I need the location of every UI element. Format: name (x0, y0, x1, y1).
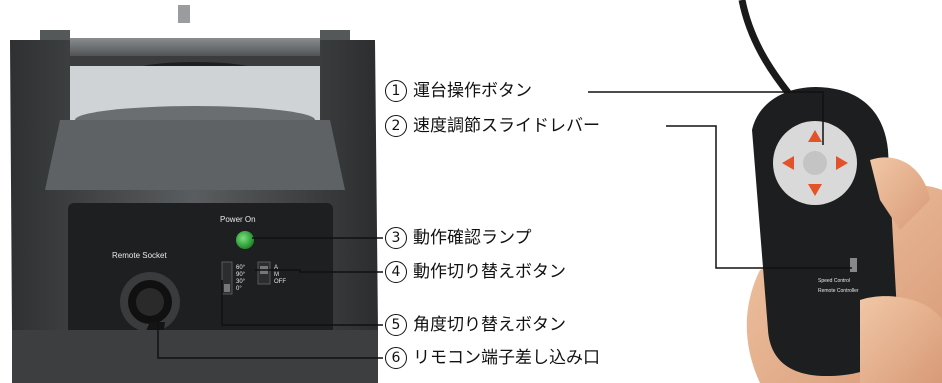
callout-label: 動作切り替えボタン (413, 262, 566, 282)
pan-head-device: Power On Remote Socket 60° 90° 30° 0° A … (10, 5, 378, 383)
angle-option: 90° (236, 272, 246, 278)
callout-6: 6 リモコン端子差し込み口 (385, 347, 600, 369)
callout-number: 1 (385, 80, 407, 102)
leader-line-1 (588, 91, 824, 145)
remote-text: Speed Control (818, 278, 850, 284)
leader-lines (157, 91, 852, 359)
remote-controller-photo: Speed Control Remote Controller (738, 0, 942, 383)
mode-switch[interactable] (257, 261, 271, 285)
mode-option: M (274, 272, 279, 278)
remote-text: Remote Controller (818, 288, 859, 294)
angle-option: 0° (236, 286, 242, 292)
leader-line-6 (157, 320, 383, 359)
remote-socket-label: Remote Socket (112, 251, 167, 260)
callout-number: 4 (385, 261, 407, 283)
leader-line-2 (666, 125, 852, 269)
callout-number: 2 (385, 115, 407, 137)
power-led (236, 231, 254, 249)
leader-line-5 (221, 280, 383, 326)
mode-option: A (274, 265, 278, 271)
arrow-down-icon[interactable] (808, 184, 822, 196)
angle-option: 30° (236, 279, 246, 285)
power-on-label: Power On (220, 215, 256, 224)
callout-label: リモコン端子差し込み口 (413, 348, 600, 368)
callout-3: 3 動作確認ランプ (385, 227, 532, 249)
angle-switch[interactable] (221, 261, 233, 295)
callout-number: 6 (385, 347, 407, 369)
callout-5: 5 角度切り替えボタン (385, 314, 566, 336)
angle-option: 60° (236, 265, 246, 271)
arrow-left-icon[interactable] (782, 156, 794, 170)
callout-4: 4 動作切り替えボタン (385, 261, 566, 283)
callout-1: 1 運台操作ボタン (385, 80, 532, 102)
direction-pad[interactable] (773, 121, 857, 205)
tilt-disc (70, 62, 320, 134)
callout-label: 速度調節スライドレバー (413, 116, 600, 136)
callout-number: 3 (385, 227, 407, 249)
callout-2: 2 速度調節スライドレバー (385, 115, 600, 137)
mode-option: OFF (274, 279, 286, 285)
callout-label: 角度切り替えボタン (413, 315, 566, 335)
remote-socket[interactable] (120, 272, 180, 332)
callout-number: 5 (385, 314, 407, 336)
leader-line-4 (255, 269, 383, 273)
arrow-up-icon[interactable] (808, 130, 822, 142)
callout-label: 動作確認ランプ (413, 228, 532, 248)
arrow-right-icon[interactable] (836, 156, 848, 170)
callout-label: 運台操作ボタン (413, 81, 532, 101)
speed-slider[interactable] (850, 258, 857, 272)
remote-cable (738, 0, 793, 98)
